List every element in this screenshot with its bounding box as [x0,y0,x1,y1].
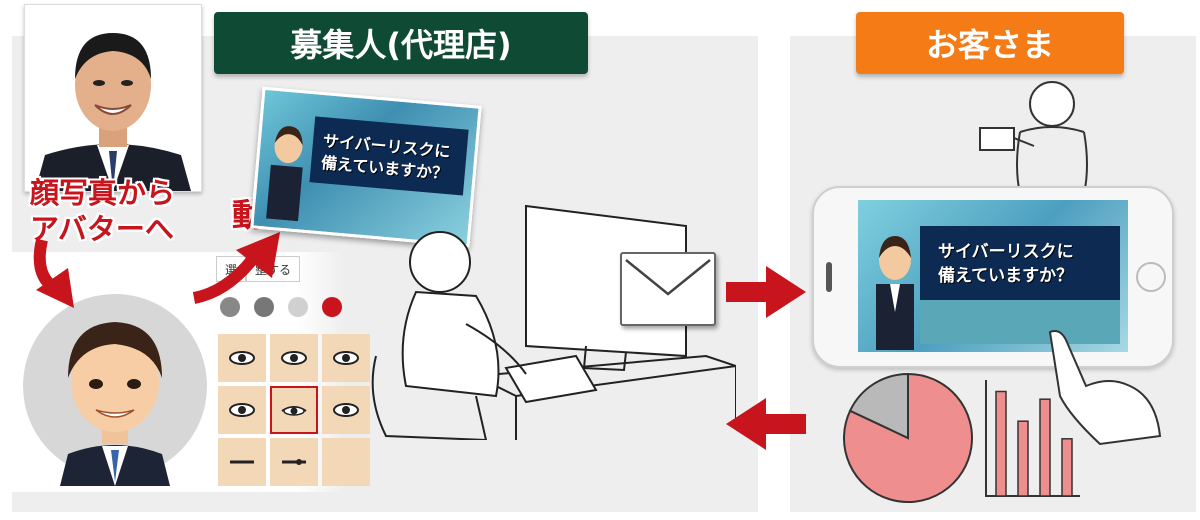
bar [1061,438,1073,497]
phone-caption-line1: サイバーリスクに [938,242,1074,262]
eye-option[interactable] [322,386,370,434]
phone-avatar-figure [872,232,918,352]
arrow-to-customer [726,266,806,318]
eye-option[interactable] [218,386,266,434]
phone-camera-icon [826,262,832,292]
analytics-pie-chart [843,372,973,503]
avatar-preview [20,286,210,486]
eye-option-selected[interactable] [270,386,318,434]
avatar-video-thumbnail: サイバーリスクに 備えていますか？ [250,86,482,248]
bar [1017,420,1029,497]
eye-option[interactable] [322,334,370,382]
eye-parts-grid [218,334,370,486]
eye-icon [322,297,342,317]
eye-option[interactable] [218,438,266,486]
pie-slice-minor [848,372,909,440]
arrow-photo-to-avatar [33,238,74,308]
brow-icon [288,297,308,317]
bar [1039,398,1051,497]
phone-caption-area [920,226,1120,300]
phone-home-button[interactable] [1136,262,1166,292]
bar [995,390,1007,497]
feature-icons-row [220,292,350,322]
video-avatar-figure [262,121,311,226]
photo-to-avatar-label-line1: 顔写真から [30,176,176,210]
recruiter-tag: 募集人(代理店) [214,12,588,74]
customer-person-illustration [979,81,1088,194]
arrow-to-recruiter [726,398,806,450]
recruiter-at-computer-illustration [371,204,736,440]
phone-caption-line2: 備えていますか？ [938,266,1074,286]
face-icon [254,297,274,317]
eye-option[interactable] [218,334,266,382]
face-photo [24,4,202,192]
eye-option[interactable] [270,334,318,382]
customer-tag: お客さま [856,12,1124,74]
email-icon [620,252,716,326]
eye-option[interactable] [270,438,318,486]
customer-smartphone: サイバーリスクに 備えていますか？ [812,186,1174,368]
eye-option[interactable] [322,438,370,486]
arrow-avatar-to-video [192,232,280,304]
hand-tap-illustration [1048,330,1162,446]
hair-icon [220,297,240,317]
analytics-bar-chart [985,380,1080,497]
photo-to-avatar-label-line2: アバターへ [30,212,174,246]
phone-screen: サイバーリスクに 備えていますか？ [858,200,1128,352]
phone-lower-area [920,300,1120,344]
